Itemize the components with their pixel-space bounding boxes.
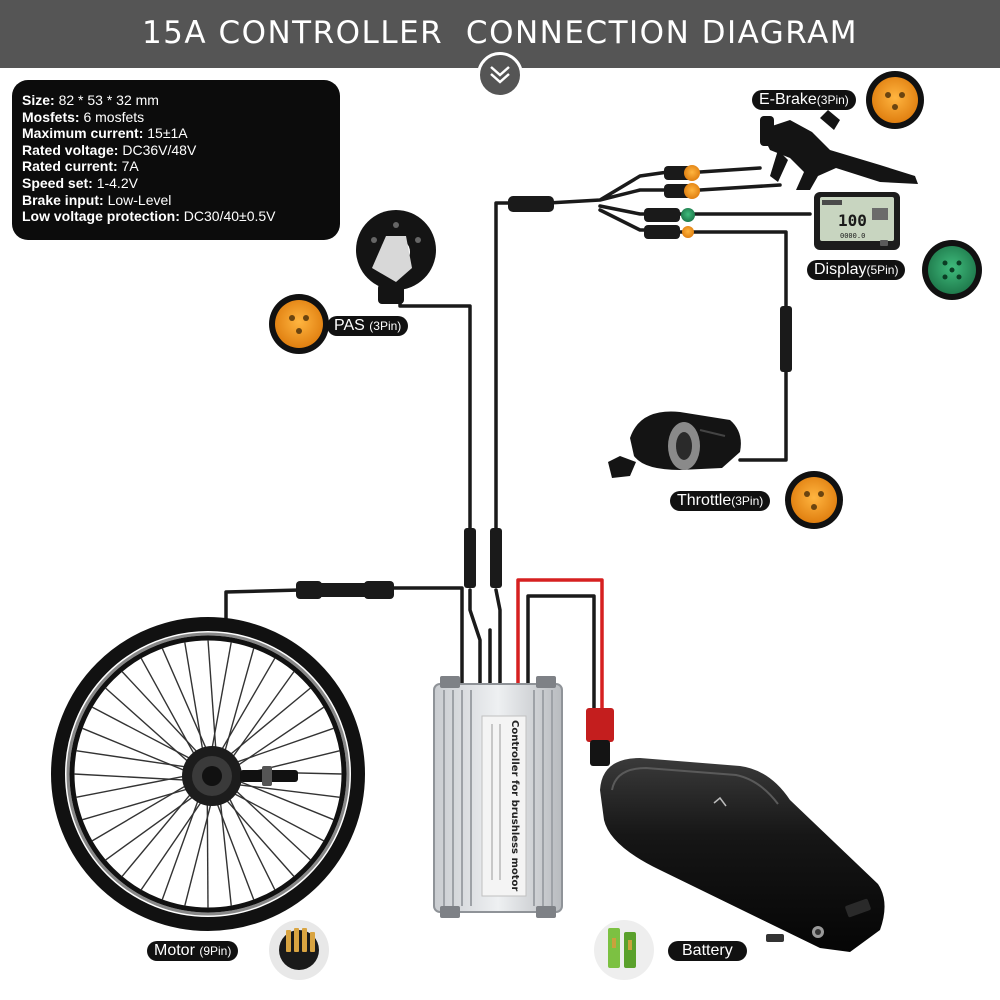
wheel-spoke [121, 782, 201, 878]
wheel-spoke [75, 772, 199, 798]
ebrake-lever-icon [760, 110, 918, 190]
wheel-spoke [184, 789, 216, 907]
wheel-spoke [206, 789, 209, 909]
wheel-spoke [184, 641, 206, 764]
hub-motor-wheel-icon [51, 617, 365, 931]
wheel-spoke [225, 775, 335, 821]
motor-connector-a [296, 581, 322, 599]
spec-low-voltage: Low voltage protection: DC30/40±0.5V [22, 208, 276, 225]
wheel-spoke [207, 639, 218, 763]
spec-brake-input: Brake input: Low-Level [22, 191, 172, 208]
lcd-display-icon: 100 0000.0 [814, 192, 900, 250]
connector-plug-icon [269, 71, 982, 980]
label-throttle: Throttle(3Pin) [670, 491, 771, 511]
wheel-spoke [121, 670, 208, 764]
spec-size: Size: 82 * 53 * 32 mm [22, 92, 159, 108]
spec-rated-voltage: Rated voltage: DC36V/48V [22, 141, 197, 158]
lcd-reading: 100 [838, 211, 867, 230]
wheel-spoke [220, 786, 325, 842]
label-ebrake: E-Brake(3Pin) [752, 90, 856, 110]
page-title: 15A CONTROLLER CONNECTION DIAGRAM [141, 15, 859, 51]
wheel-spoke [91, 706, 204, 766]
wheel-spoke [218, 687, 312, 765]
spec-max-current: Maximum current: 15±1A [22, 125, 188, 142]
wheel-spoke [81, 784, 202, 821]
wheel-spoke [220, 647, 255, 766]
wheel-spoke [91, 777, 199, 842]
chevron-down-icon [477, 52, 523, 98]
controller-box-icon: Controller for brushless motor [433, 676, 563, 918]
wheel-spoke [104, 787, 206, 861]
wheel-spoke [222, 727, 335, 768]
label-motor: Motor (9Pin) [147, 941, 239, 961]
spec-mosfets: Mosfets: 6 mosfets [22, 108, 145, 125]
wheel-spoke [140, 657, 202, 768]
wheel-spokes [73, 639, 343, 909]
wheel-spoke [73, 773, 199, 782]
spec-speed-set: Speed set: 1-4.2V [22, 174, 138, 191]
wheel-spoke [208, 641, 232, 763]
battery-pack-icon [600, 758, 885, 952]
wire-harness [224, 166, 812, 728]
motor-connector-c [364, 581, 394, 599]
wheel-spoke [222, 784, 276, 891]
label-display: Display(5Pin) [807, 260, 906, 280]
pas-sensor-icon [356, 210, 436, 304]
wheel-spoke [104, 687, 200, 772]
wheel-spoke [216, 788, 295, 878]
specs-panel: Size: 82 * 53 * 32 mm Mosfets: 6 mosfets… [12, 80, 340, 240]
wheel-spoke [81, 727, 199, 777]
throttle-icon [608, 411, 741, 478]
harness-splitter [508, 196, 554, 212]
wheel-spoke [225, 706, 325, 775]
wheel-spoke [224, 780, 312, 861]
wheel-spoke [161, 647, 213, 763]
wheel-spoke [161, 786, 204, 901]
anderson-plug-icon [586, 708, 614, 766]
main-inline-connector [490, 528, 502, 588]
lcd-odometer: 0000.0 [840, 232, 865, 240]
controller-fins [443, 690, 553, 906]
pas-inline-connector [464, 528, 476, 588]
spec-rated-current: Rated current: 7A [22, 158, 139, 175]
throttle-inline-connector [780, 306, 792, 372]
inline-connectors [296, 165, 792, 599]
wheel-spoke [213, 657, 276, 763]
positive-wire [516, 578, 604, 730]
motor-connector-b [318, 583, 368, 597]
wheel-spoke [218, 788, 232, 907]
wheel-spoke [211, 789, 255, 901]
controller-label: Controller for brushless motor [509, 720, 520, 891]
wheel-spoke [224, 782, 341, 798]
label-pas: PAS (3Pin) [327, 316, 409, 336]
label-battery: Battery [668, 941, 747, 961]
wheel-spoke [223, 670, 295, 770]
wheel-spoke [75, 750, 200, 770]
wheel-spoke [140, 789, 211, 891]
